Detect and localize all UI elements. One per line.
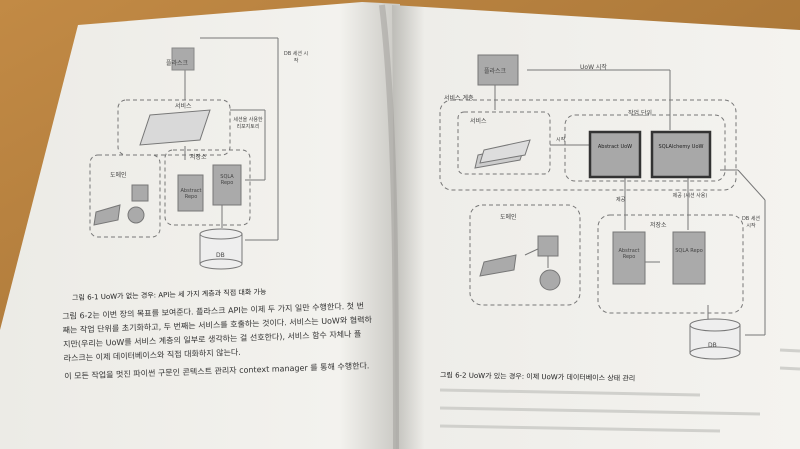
right-provide-label: 제공 [616, 196, 625, 203]
left-db-label: DB [216, 252, 225, 259]
left-repo-label: 저장소 [190, 152, 207, 161]
right-db-label: DB [708, 342, 717, 349]
right-service-layer-label: 서비스 계층 [444, 93, 474, 102]
left-sqla-repo-label: SQLA Repo [214, 174, 240, 186]
right-service-label: 서비스 [470, 116, 487, 125]
left-db-cylinder [200, 229, 242, 269]
left-service-label: 서비스 [175, 101, 192, 110]
left-start-label: DB 세션 시작 [282, 50, 310, 64]
right-db-cylinder [690, 319, 740, 359]
right-abstract-uow-label: Abstract UoW [592, 144, 638, 150]
left-abstract-repo-label: Abstract Repo [174, 188, 208, 200]
right-domain-label: 도메인 [500, 212, 517, 221]
right-start-arrow-label: 시작 [556, 136, 565, 143]
left-domain-label: 도메인 [110, 170, 127, 179]
left-service-shape [140, 110, 210, 145]
right-abstract-repo-label: Abstract Repo [612, 248, 646, 260]
right-sqla-repo [673, 232, 705, 284]
right-start-uow-label: UoW 시작 [580, 62, 607, 71]
right-provide-session-label: 제공 (세션 사용) [672, 192, 708, 199]
right-client-label: 플라스크 [484, 66, 506, 75]
right-abstract-uow [590, 132, 640, 177]
right-sqla-uow-label: SQLAlchemy UoW [654, 144, 708, 150]
right-uow-label: 작업 단위 [628, 108, 652, 117]
right-sqla-uow [652, 132, 710, 177]
left-client-label: 플라스크 [166, 58, 188, 67]
left-body-text: 그림 6-2는 이번 장의 목표를 보여준다. 플라스크 API는 이제 두 가… [62, 299, 385, 388]
right-sqla-repo-label: SQLA Repo [673, 248, 705, 254]
right-repo-label: 저장소 [650, 220, 667, 229]
left-session-label: 세션을 사용한 리포지토리 [232, 116, 264, 130]
right-db-session-label: DB 세션 시작 [740, 215, 762, 229]
